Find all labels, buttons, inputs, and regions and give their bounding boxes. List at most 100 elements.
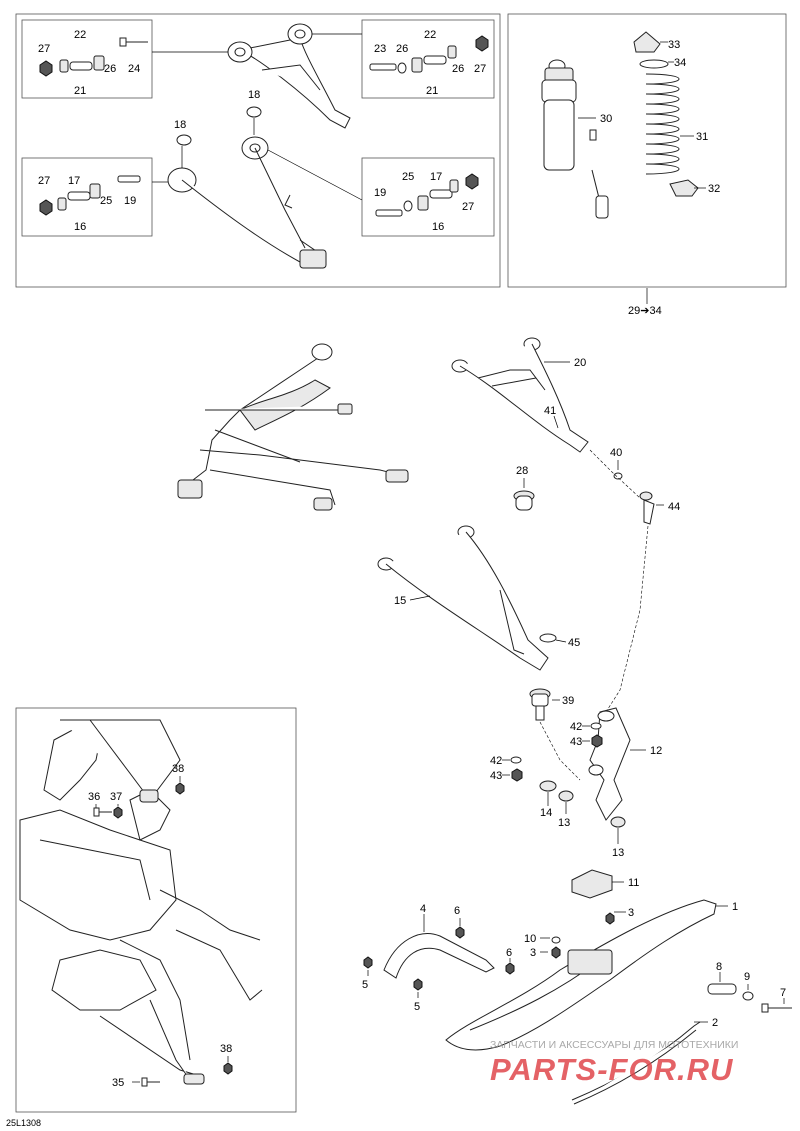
ski-hardware: [363, 911, 792, 1013]
bushing-kit-parts-bl: [39, 175, 141, 216]
handle-4: [383, 914, 495, 979]
callout-7: 7: [780, 987, 786, 999]
bushing-kit-parts-tr: [369, 35, 489, 74]
callout-43: 43: [490, 770, 502, 782]
callout-4: 4: [420, 903, 426, 915]
callout-39: 39: [562, 695, 574, 707]
callout-44: 44: [668, 501, 680, 513]
shock-absorber-frame: [507, 13, 787, 288]
callout-27: 27: [38, 43, 50, 55]
callout-35: 35: [112, 1077, 124, 1089]
upper-a-arm-small: [227, 23, 351, 129]
callout-12: 12: [650, 745, 662, 757]
callout-28: 28: [516, 465, 528, 477]
callout-19: 19: [124, 195, 136, 207]
shock-absorber: [541, 59, 609, 219]
callout-16: 16: [432, 221, 444, 233]
callout-27: 27: [474, 63, 486, 75]
drawing-code: 25L1308: [6, 1118, 41, 1128]
callout-18: 18: [174, 119, 186, 131]
ball-joint-39: [529, 688, 560, 721]
callout-32: 32: [708, 183, 720, 195]
callout-21: 21: [426, 85, 438, 97]
lower-a-arm-15: [377, 525, 557, 671]
callout-16: 16: [74, 221, 86, 233]
callout-24: 24: [128, 63, 140, 75]
callout-27: 27: [462, 201, 474, 213]
callout-26: 26: [104, 63, 116, 75]
chassis-front-frame: [19, 719, 263, 1085]
callout-3: 3: [628, 907, 634, 919]
bushing-kit-box-bottom-left: [21, 157, 153, 237]
assembled-suspension: [177, 343, 409, 511]
callout-25: 25: [402, 171, 414, 183]
shock-spring: [633, 31, 699, 197]
callout-36: 36: [88, 791, 100, 803]
callout-25: 25: [100, 195, 112, 207]
callout-5: 5: [362, 979, 368, 991]
ski-1: [445, 899, 728, 1051]
callout-13: 13: [558, 817, 570, 829]
callout-30: 30: [600, 113, 612, 125]
ball-joint-44: [613, 460, 664, 525]
bushing-kit-parts-br: [375, 173, 479, 217]
bushings-13-14: [539, 780, 626, 844]
callout-38: 38: [220, 1043, 232, 1055]
callout-labels: 27 22 26 24 21 23 26 22 26 27 21 18 18 2…: [38, 29, 786, 1089]
watermark-tagline: ЗАПЧАСТИ И АКСЕССУАРЫ ДЛЯ МОТОТЕХНИКИ: [490, 1039, 738, 1051]
ski-skid-11: [571, 869, 624, 899]
frame-mount-detail-frame: [15, 707, 297, 1113]
nut-washer-42-43-upper: [582, 722, 603, 748]
callout-17: 17: [68, 175, 80, 187]
callout-41: 41: [544, 405, 556, 417]
callout-14: 14: [540, 807, 552, 819]
callout-45: 45: [568, 637, 580, 649]
bushing-kit-box-top-right: [361, 19, 495, 99]
spindle-12: [588, 707, 646, 821]
callout-43: 43: [570, 736, 582, 748]
callout-6: 6: [506, 947, 512, 959]
kit-reference: 29➔34: [628, 305, 662, 317]
callout-22: 22: [424, 29, 436, 41]
callout-27: 27: [38, 175, 50, 187]
washers-18: [176, 106, 262, 168]
callout-13: 13: [612, 847, 624, 859]
callout-19: 19: [374, 187, 386, 199]
callout-15: 15: [394, 595, 406, 607]
arm-bushing-detail-frame: [15, 13, 501, 288]
callout-34: 34: [674, 57, 686, 69]
callout-26: 26: [452, 63, 464, 75]
upper-a-arm-20: [451, 337, 589, 453]
lower-a-arm-small: [167, 136, 327, 269]
callout-5: 5: [414, 1001, 420, 1013]
callout-38: 38: [172, 763, 184, 775]
bushing-kit-box-bottom-right: [361, 157, 495, 237]
bushing-kit-box-top-left: [21, 19, 153, 99]
nut-washer-42-43-lower: [502, 756, 523, 782]
callout-18: 18: [248, 89, 260, 101]
ski-runner-2: [571, 1021, 708, 1105]
callout-31: 31: [696, 131, 708, 143]
callout-3: 3: [530, 947, 536, 959]
bushing-kit-parts-tl: [39, 37, 148, 77]
callout-22: 22: [74, 29, 86, 41]
callout-42: 42: [490, 755, 502, 767]
callout-40: 40: [610, 447, 622, 459]
frame-hardware: [93, 776, 233, 1087]
watermark: ЗАПЧАСТИ И АКСЕССУАРЫ ДЛЯ МОТОТЕХНИКИ PA…: [490, 1039, 738, 1087]
callout-1: 1: [732, 901, 738, 913]
callout-20: 20: [574, 357, 586, 369]
callout-11: 11: [628, 877, 639, 889]
callout-6: 6: [454, 905, 460, 917]
watermark-brand: PARTS-FOR.RU: [490, 1052, 734, 1087]
callout-26: 26: [396, 43, 408, 55]
callout-9: 9: [744, 971, 750, 983]
callout-37: 37: [110, 791, 122, 803]
callout-33: 33: [668, 39, 680, 51]
callout-2: 2: [712, 1017, 718, 1029]
callout-21: 21: [74, 85, 86, 97]
callout-42: 42: [570, 721, 582, 733]
callout-10: 10: [524, 933, 536, 945]
callout-23: 23: [374, 43, 386, 55]
